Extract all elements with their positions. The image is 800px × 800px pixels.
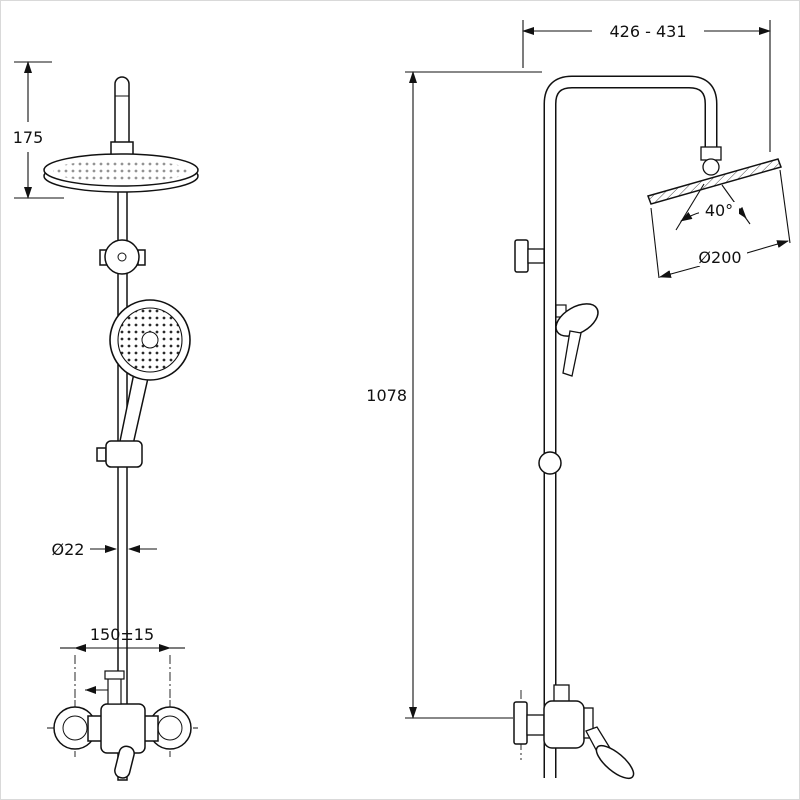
dim-swivel-angle-label: 40° [705,201,733,220]
side-view: 426 - 431 1078 40° Ø200 [366,20,791,780]
diverter-knob-side [538,451,562,475]
dimension-reach [522,20,771,152]
shower-arm-front [110,76,134,156]
rain-shower-head-side [647,158,782,205]
dim-head-drop-label: 175 [13,128,44,147]
dimension-head-drop [14,61,64,199]
shower-mixer-side [513,684,635,780]
head-diameter-label-mask [693,249,747,266]
diverter-knob-front [99,239,146,275]
rain-shower-head-front [43,153,199,193]
riser-pipe-side [543,75,718,778]
wall-bracket-side [514,239,545,273]
front-view: 175 Ø22 150±15 [13,61,199,781]
dimension-head-diameter [650,169,791,279]
swivel-label-mask [699,202,739,219]
dim-reach-label: 426 - 431 [609,22,686,41]
dim-head-diameter-label: Ø200 [698,248,741,267]
dim-wall-centers-label: 150±15 [90,625,154,644]
hand-shower-front [96,299,191,468]
dimension-column-height [405,71,542,719]
shower-mixer-front [47,670,198,779]
hand-shower-side [555,303,599,377]
dimension-wall-centers [60,644,185,700]
dim-column-height-label: 1078 [366,386,407,405]
head-ball-joint-side [700,146,722,176]
dim-pipe-diameter-label: Ø22 [52,540,85,559]
